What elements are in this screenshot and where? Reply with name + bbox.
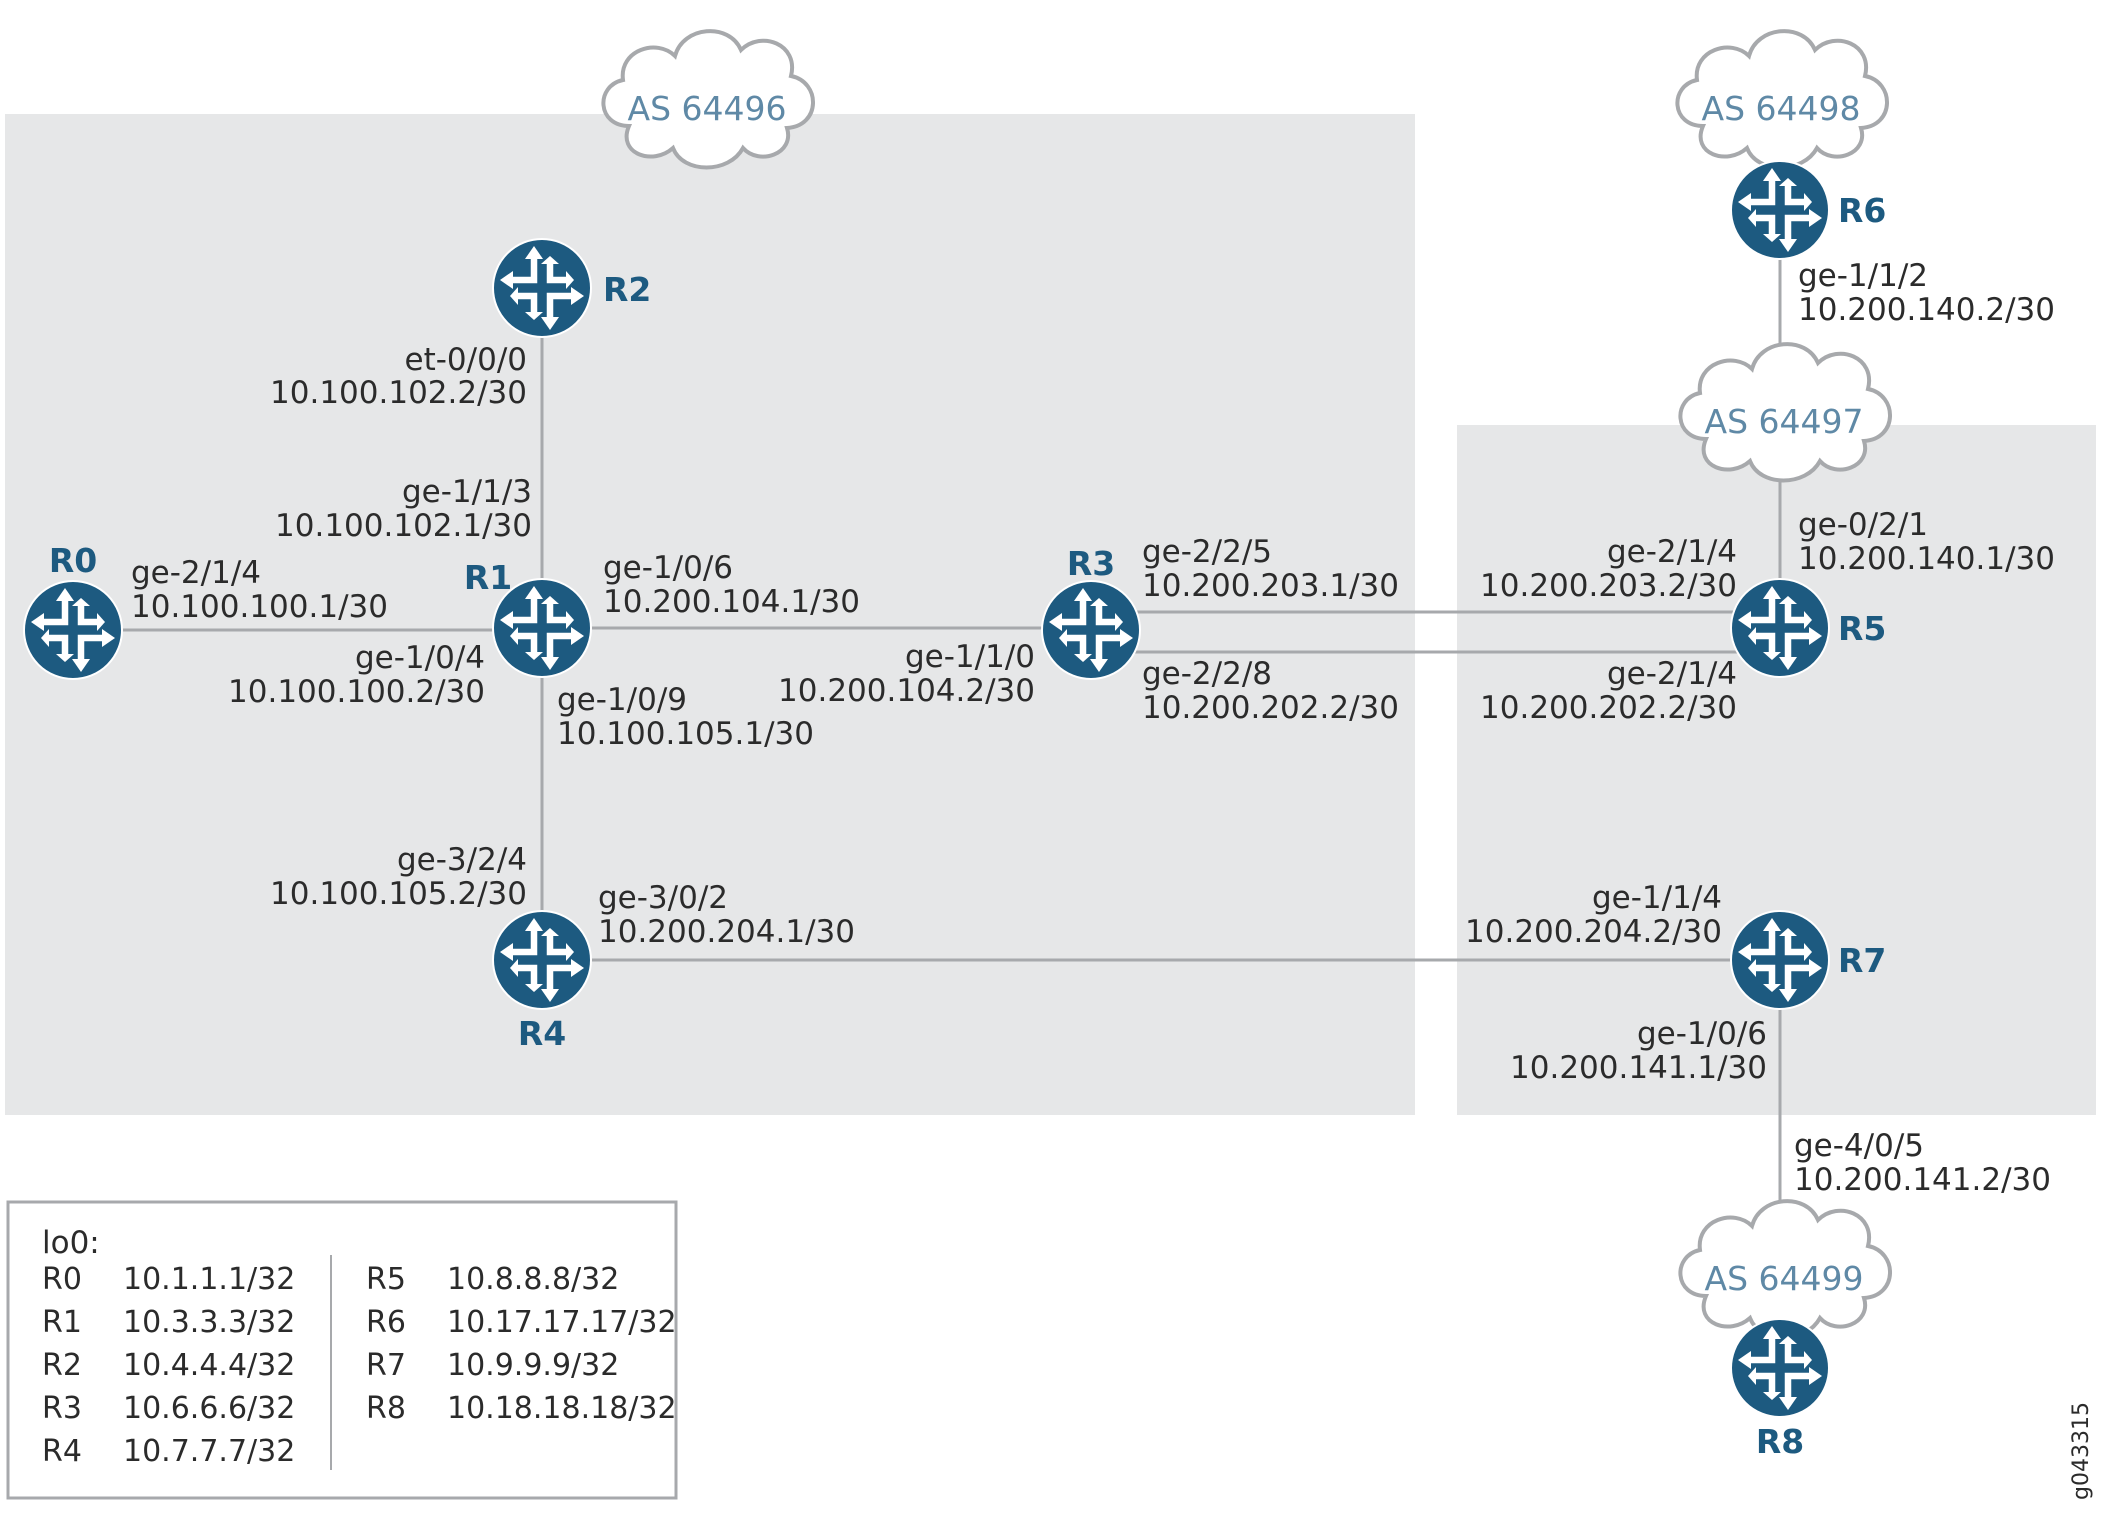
figure-id: g043315 <box>2069 1402 2094 1500</box>
router-icon <box>1042 581 1140 679</box>
legend-router: R6 <box>366 1305 406 1340</box>
ip-label: 10.200.204.2/30 <box>1465 914 1722 950</box>
legend-router: R2 <box>42 1348 82 1383</box>
legend-router: R1 <box>42 1305 82 1340</box>
ip-label: 10.200.202.2/30 <box>1480 690 1737 726</box>
cloud-icon: AS 64499 <box>1678 1199 1893 1340</box>
ip-label: 10.200.140.1/30 <box>1798 541 2055 577</box>
router-icon <box>493 911 591 1009</box>
legend-router: R3 <box>42 1391 82 1426</box>
router-icon <box>24 581 122 679</box>
interface-label: ge-3/2/4 <box>397 842 527 878</box>
ip-label: 10.200.202.2/30 <box>1142 690 1399 726</box>
legend-router: R7 <box>366 1348 406 1383</box>
interface-label: ge-1/0/4 <box>355 640 485 676</box>
ip-label: 10.200.104.1/30 <box>603 584 860 620</box>
legend-address: 10.6.6.6/32 <box>123 1391 295 1426</box>
interface-label: ge-3/0/2 <box>598 880 728 916</box>
router-name-r2: R2 <box>603 270 651 309</box>
ip-label: 10.200.140.2/30 <box>1798 292 2055 328</box>
interface-label: ge-2/1/4 <box>131 555 261 591</box>
ip-label: 10.100.100.1/30 <box>131 589 388 625</box>
ip-label: 10.100.100.2/30 <box>228 674 485 710</box>
router-name-r7: R7 <box>1838 941 1886 980</box>
as64499-label: AS 64499 <box>1705 1259 1864 1298</box>
ip-label: 10.100.102.1/30 <box>275 508 532 544</box>
ip-label: 10.200.104.2/30 <box>778 673 1035 709</box>
router-name-r4: R4 <box>518 1014 566 1053</box>
ip-label: 10.100.105.1/30 <box>557 716 814 752</box>
legend-address: 10.3.3.3/32 <box>123 1305 295 1340</box>
legend-address: 10.4.4.4/32 <box>123 1348 295 1383</box>
router-icon <box>1731 161 1829 259</box>
legend-address: 10.9.9.9/32 <box>447 1348 619 1383</box>
as64496-region <box>5 114 1415 1115</box>
interface-label: ge-2/2/5 <box>1142 534 1272 570</box>
router-name-r3: R3 <box>1067 544 1115 583</box>
router-icon <box>1731 1319 1829 1417</box>
cloud-icon: AS 64496 <box>601 29 816 170</box>
as64497-label: AS 64497 <box>1705 402 1864 441</box>
ip-label: 10.200.141.1/30 <box>1510 1050 1767 1086</box>
as64498-label: AS 64498 <box>1702 89 1861 128</box>
interface-label: ge-2/1/4 <box>1607 534 1737 570</box>
interface-label: ge-2/2/8 <box>1142 656 1272 692</box>
interface-label: ge-2/1/4 <box>1607 656 1737 692</box>
legend-address: 10.18.18.18/32 <box>447 1391 677 1426</box>
legend-address: 10.8.8.8/32 <box>447 1262 619 1297</box>
router-icon <box>1731 911 1829 1009</box>
ip-label: 10.100.102.2/30 <box>270 375 527 411</box>
legend-router: R4 <box>42 1434 82 1469</box>
interface-label: ge-1/1/0 <box>905 639 1035 675</box>
interface-label: ge-1/0/9 <box>557 682 687 718</box>
legend-router: R8 <box>366 1391 406 1426</box>
router-icon <box>493 239 591 337</box>
as64497-region <box>1457 425 2096 1115</box>
interface-label: ge-4/0/5 <box>1794 1128 1924 1164</box>
ip-label: 10.200.204.1/30 <box>598 914 855 950</box>
legend-address: 10.7.7.7/32 <box>123 1434 295 1469</box>
loopback-legend: lo0: R0 10.1.1.1/32 R1 10.3.3.3/32 R2 10… <box>6 1200 678 1500</box>
interface-label: ge-1/1/2 <box>1798 258 1928 294</box>
router-name-r8: R8 <box>1756 1422 1804 1461</box>
ip-label: 10.200.141.2/30 <box>1794 1162 2051 1198</box>
interface-label: ge-0/2/1 <box>1798 507 1928 543</box>
as64496-label: AS 64496 <box>628 89 787 128</box>
ip-label: 10.100.105.2/30 <box>270 876 527 912</box>
interface-label: ge-1/1/3 <box>402 474 532 510</box>
cloud-icon: AS 64497 <box>1678 342 1893 483</box>
legend-address: 10.1.1.1/32 <box>123 1262 295 1297</box>
ip-label: 10.200.203.1/30 <box>1142 568 1399 604</box>
legend-router: R0 <box>42 1262 82 1297</box>
legend-router: R5 <box>366 1262 406 1297</box>
interface-label: ge-1/0/6 <box>603 550 733 586</box>
interface-label: ge-1/1/4 <box>1592 880 1722 916</box>
router-name-r0: R0 <box>49 541 97 580</box>
router-name-r6: R6 <box>1838 191 1886 230</box>
router-icon <box>1731 579 1829 677</box>
router-name-r5: R5 <box>1838 609 1886 648</box>
legend-header: lo0: <box>42 1225 100 1261</box>
ip-label: 10.200.203.2/30 <box>1480 568 1737 604</box>
legend-address: 10.17.17.17/32 <box>447 1305 677 1340</box>
router-name-r1: R1 <box>464 558 512 597</box>
cloud-icon: AS 64498 <box>1675 29 1890 170</box>
interface-label: ge-1/0/6 <box>1637 1016 1767 1052</box>
interface-label: et-0/0/0 <box>405 342 527 378</box>
